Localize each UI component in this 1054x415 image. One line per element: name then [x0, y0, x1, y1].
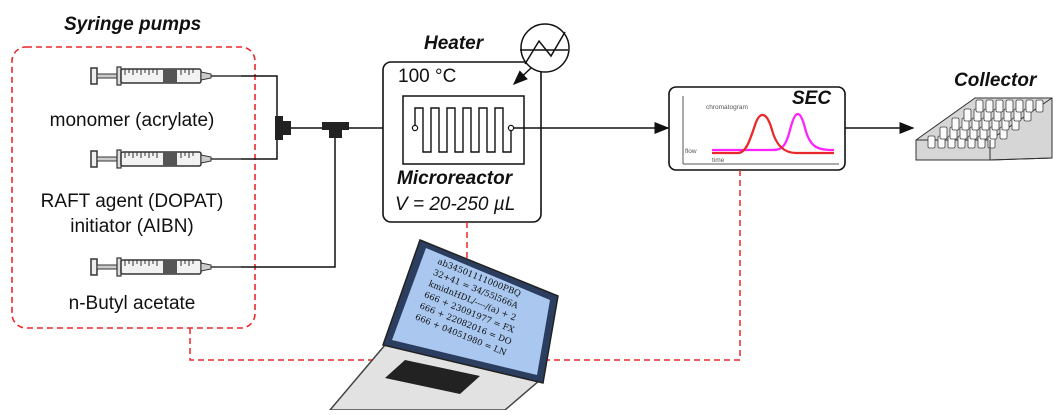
collector-vial — [939, 126, 948, 140]
mixer-1-icon — [275, 116, 291, 140]
collector-vial — [1005, 99, 1014, 113]
syringe-icon-1 — [90, 66, 242, 86]
heater-temperature: 100 °C — [398, 66, 457, 87]
control-line-pumps — [189, 328, 375, 361]
reactor-inlet — [411, 124, 419, 132]
microreactor-serpentine — [414, 107, 512, 153]
laptop-screen — [392, 248, 550, 375]
collector-title: Collector — [954, 70, 1037, 91]
flow-axis-label: flow — [685, 148, 697, 155]
reagent-label-1: monomer (acrylate) — [49, 110, 215, 131]
heat-exchanger-icon — [512, 23, 570, 86]
control-line-sec — [545, 170, 741, 361]
chromatogram-label: chromatogram — [706, 104, 748, 111]
chromatogram-trace-magenta — [712, 112, 835, 152]
collector-vial — [951, 117, 960, 131]
collector-vial — [1015, 99, 1024, 113]
syringe-pumps-box — [11, 46, 256, 329]
collector-vial — [1035, 99, 1044, 113]
chromatogram-plot — [682, 96, 839, 165]
reactor-outlet — [507, 124, 515, 132]
collector-vial — [985, 99, 994, 113]
collector-vial — [963, 108, 972, 122]
mixer-2-icon — [322, 122, 349, 138]
laptop-icon — [328, 239, 559, 411]
microreactor-title: Microreactor — [397, 168, 513, 189]
collector-vial — [1025, 99, 1034, 113]
time-axis-label: time — [712, 157, 725, 164]
collector-vial — [927, 135, 936, 149]
sec-title: SEC — [792, 88, 832, 109]
reagent-label-2b: initiator (AIBN) — [70, 216, 194, 237]
collector-vial — [975, 99, 984, 113]
reactor-volume: V = 20-250 µL — [395, 194, 516, 215]
syringe-pumps-title: Syringe pumps — [64, 14, 202, 35]
tube-syringe-2 — [241, 136, 278, 160]
chromatogram-trace-red — [712, 113, 834, 155]
tube-syringe-1 — [241, 75, 278, 120]
syringe-icon-3 — [90, 257, 242, 277]
syringe-icon-2 — [90, 149, 242, 169]
reagent-label-3: n-Butyl acetate — [68, 293, 196, 314]
heater-title: Heater — [424, 33, 484, 54]
tube-syringe-3 — [241, 136, 336, 268]
collector-vial — [995, 99, 1004, 113]
reagent-label-2: RAFT agent (DOPAT) — [40, 191, 224, 212]
collector-rack-icon — [915, 97, 1053, 161]
